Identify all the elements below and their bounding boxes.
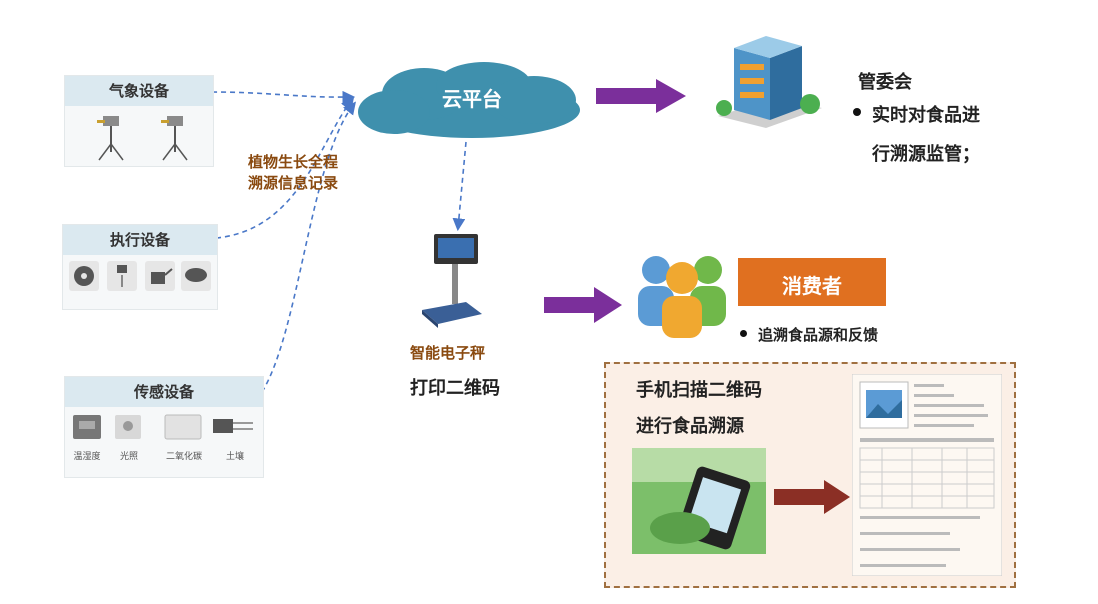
fan-icon	[69, 261, 99, 291]
co2-sensor-icon	[164, 414, 202, 440]
phone-scan-photo	[632, 448, 766, 554]
weather-station-icon	[161, 116, 188, 161]
committee-title: 管委会	[858, 72, 912, 93]
actuator-device-title: 执行设备	[63, 225, 217, 255]
building-icon	[716, 36, 822, 128]
lamp-icon	[107, 261, 137, 291]
weather-to-cloud-line	[211, 90, 356, 104]
scan-result-arrow	[774, 480, 850, 514]
sensor-to-cloud-line	[261, 101, 356, 393]
cloud-shape	[358, 62, 580, 138]
trace-document-preview	[852, 374, 1002, 576]
cloud-to-committee-arrow	[596, 79, 686, 113]
cloud-platform-label: 云平台	[442, 87, 502, 111]
weather-device-title: 气象设备	[65, 76, 213, 106]
sensor-caption: 土壤	[225, 452, 244, 462]
sensor-caption: 光照	[119, 452, 138, 462]
scale-name: 智能电子秤	[410, 344, 486, 362]
consumer-title-box	[738, 258, 886, 306]
actuator-to-cloud-line	[215, 97, 354, 239]
actuator-device-panel: 执行设备	[62, 224, 218, 310]
weather-device-panel: 气象设备	[64, 75, 214, 167]
committee-bullet-dot	[853, 108, 861, 116]
scan-line1: 手机扫描二维码	[636, 380, 762, 401]
temp-humidity-sensor-icon	[73, 415, 101, 439]
committee-bullet-line1: 实时对食品进	[872, 105, 980, 126]
scale-action: 打印二维码	[410, 378, 500, 399]
scale-to-consumer-arrow	[544, 287, 622, 323]
sensor-caption: 二氧化碳	[165, 452, 202, 462]
sensor-device-panel: 传感设备 温湿度 光照 二氧化碳 土壤	[64, 376, 264, 478]
soil-sensor-icon	[213, 419, 253, 433]
scan-line2: 进行食品溯源	[636, 416, 744, 437]
consumer-bullet: 追溯食品源和反馈	[758, 326, 879, 344]
trace-record-label: 植物生长全程 溯源信息记录	[248, 153, 339, 192]
sensor-device-title: 传感设备	[65, 377, 263, 407]
sensor-caption: 温湿度	[73, 452, 101, 462]
consumer-bullet-dot	[740, 330, 747, 337]
committee-bullet-line2: 行溯源监管；	[872, 144, 980, 165]
electronic-scale-icon	[422, 234, 482, 328]
watering-can-icon	[145, 261, 175, 291]
light-sensor-icon	[115, 415, 141, 439]
consumer-people-icon	[638, 256, 726, 338]
cloud-to-scale-line	[452, 141, 467, 232]
consumer-title: 消费者	[782, 274, 842, 298]
cloud-rain-icon	[181, 261, 211, 291]
weather-station-icon	[97, 116, 124, 161]
